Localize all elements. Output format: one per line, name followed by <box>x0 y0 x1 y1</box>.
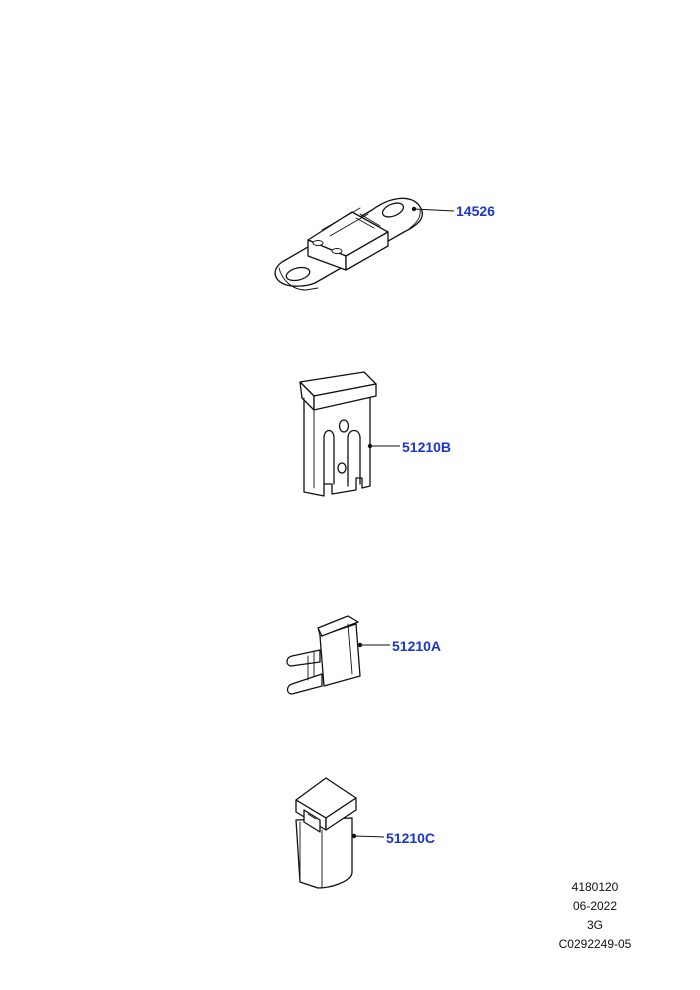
part-number-51210C[interactable]: 51210C <box>386 830 435 846</box>
callout-51210A[interactable]: 51210A <box>357 638 441 654</box>
part-number-51210A[interactable]: 51210A <box>392 638 441 654</box>
callout-51210C[interactable]: 51210C <box>351 830 435 846</box>
callout-14526[interactable]: 14526 <box>411 203 495 219</box>
maxi-fuse-illustration <box>299 371 377 497</box>
callout-51210B[interactable]: 51210B <box>367 439 451 455</box>
part-number-14526[interactable]: 14526 <box>456 203 495 219</box>
reference-number: 4180120 <box>571 880 619 894</box>
reference-date: 06-2022 <box>572 899 618 913</box>
strip-fuse-illustration <box>274 197 423 291</box>
diagram-reference-block: 4180120 06-2022 3G C0292249-05 <box>540 878 650 954</box>
mini-fuse-illustration <box>286 615 361 695</box>
illustration-id: C0292249-05 <box>558 937 632 951</box>
part-number-51210B[interactable]: 51210B <box>402 439 451 455</box>
reference-code: 3G <box>586 918 603 932</box>
cartridge-fuse-illustration <box>295 777 357 889</box>
